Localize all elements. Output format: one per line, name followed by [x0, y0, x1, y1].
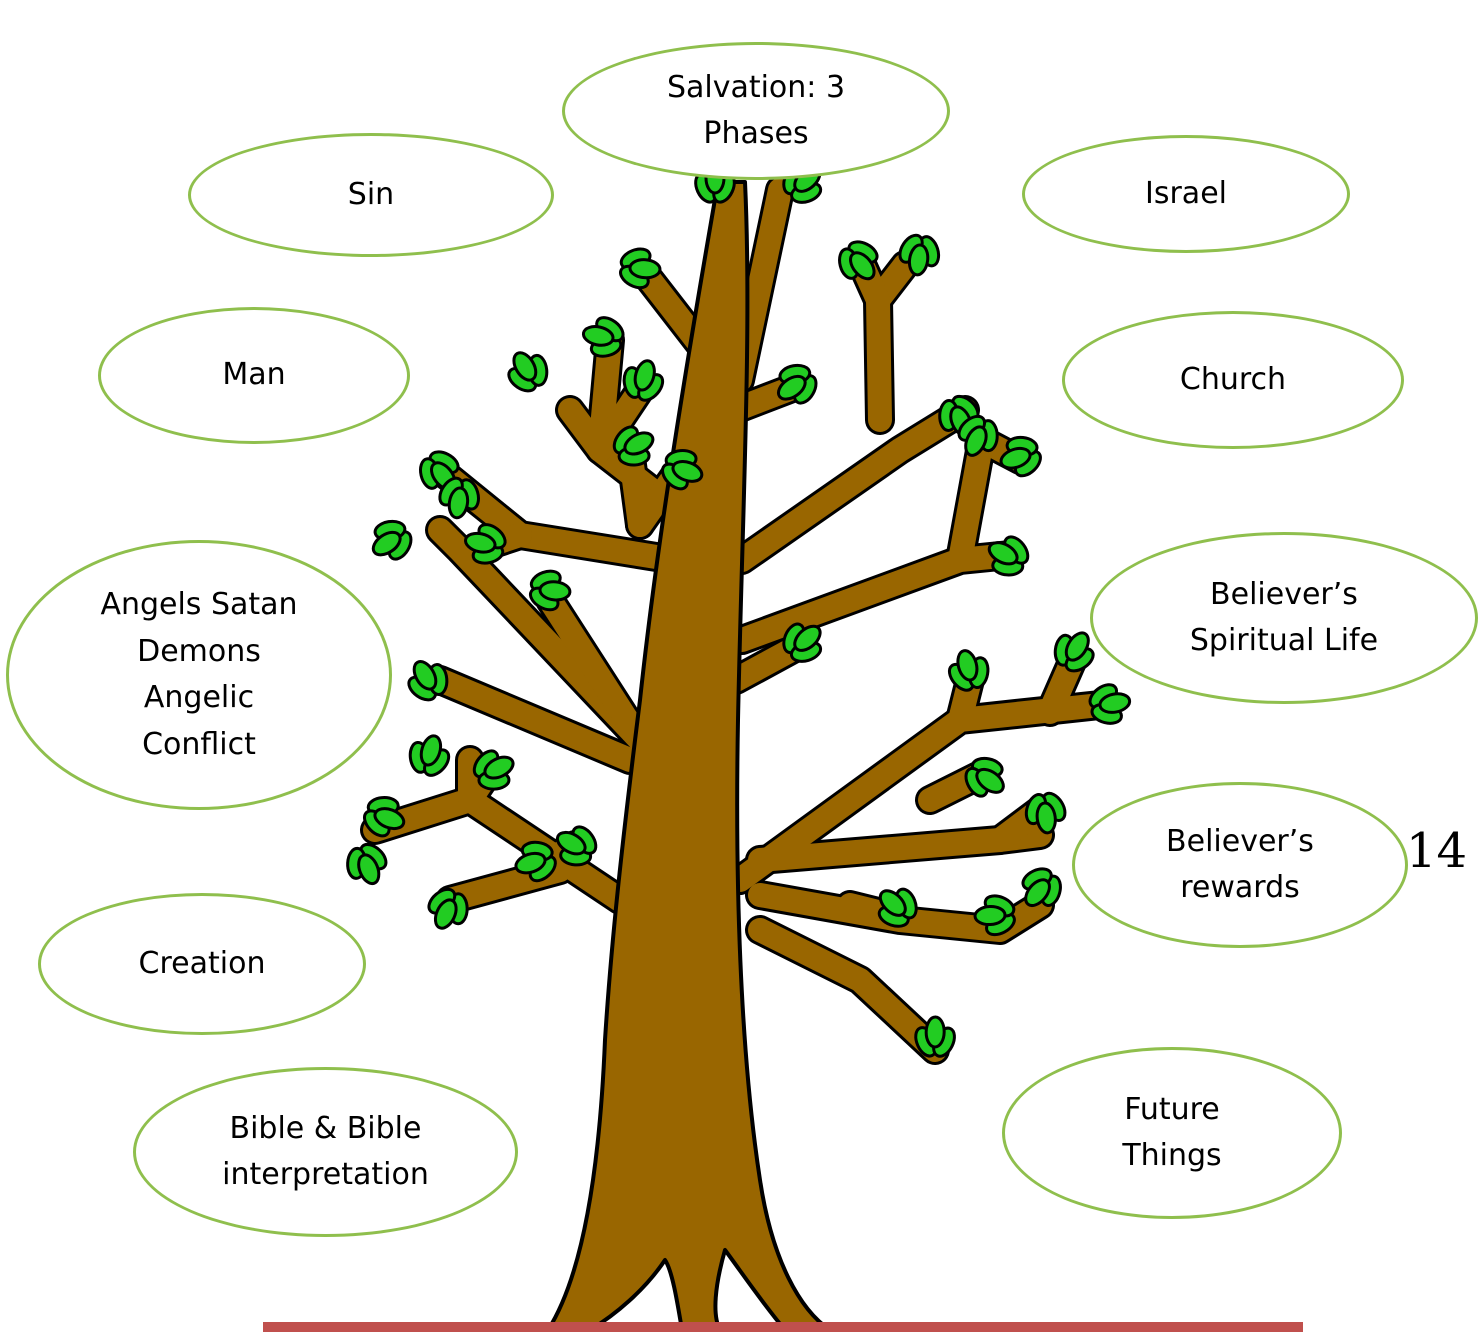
- leaf-cluster: [947, 649, 990, 692]
- branch: [748, 883, 1052, 942]
- leaf-cluster: [914, 1015, 956, 1058]
- leaf-cluster: [957, 414, 999, 457]
- leaf: [628, 258, 662, 280]
- leaf: [581, 325, 615, 347]
- topic-man[interactable]: Man: [98, 307, 410, 444]
- tree-leaves: [346, 161, 1132, 1058]
- topic-bible[interactable]: Bible & Bible interpretation: [133, 1067, 518, 1237]
- leaf: [447, 486, 470, 520]
- leaf: [633, 359, 656, 392]
- leaf: [371, 530, 402, 557]
- branch: [748, 918, 947, 1062]
- leaf: [1064, 631, 1090, 662]
- leaf-cluster: [838, 240, 879, 281]
- branch: [730, 398, 977, 572]
- leaf: [419, 734, 443, 767]
- topic-creation[interactable]: Creation: [38, 893, 366, 1035]
- leaf: [623, 431, 655, 456]
- topic-spiritual-life[interactable]: Believer’s Spiritual Life: [1090, 532, 1478, 704]
- topic-future[interactable]: Future Things: [1002, 1047, 1342, 1219]
- leaf-cluster: [619, 247, 662, 290]
- leaf: [964, 425, 988, 457]
- leaf-cluster: [363, 796, 406, 838]
- leaf-cluster: [555, 825, 598, 867]
- leaf-cluster: [938, 394, 980, 437]
- leaf-cluster: [661, 448, 704, 491]
- leaf-cluster: [999, 435, 1042, 478]
- leaf-cluster: [973, 894, 1016, 937]
- leaf: [1098, 692, 1132, 714]
- leaf: [514, 851, 547, 875]
- leaf: [373, 807, 406, 831]
- leaf: [483, 755, 515, 780]
- leaf-cluster: [612, 425, 655, 467]
- leaf: [987, 541, 1019, 566]
- leaf: [793, 624, 822, 652]
- branch: [724, 636, 807, 692]
- leaf: [956, 649, 979, 682]
- leaf: [973, 905, 1007, 927]
- tree-trunk: [546, 180, 832, 1332]
- leaf-cluster: [1053, 631, 1095, 673]
- leaf-cluster: [622, 359, 665, 402]
- branch: [428, 518, 652, 752]
- branch: [730, 543, 1022, 652]
- leaf: [512, 351, 538, 382]
- leaf-cluster: [1021, 867, 1062, 908]
- page-number: 14: [1406, 823, 1468, 879]
- leaf: [433, 898, 458, 930]
- leaf-cluster: [371, 519, 413, 561]
- leaf: [1024, 878, 1051, 908]
- topic-angels[interactable]: Angels Satan Demons Angelic Conflict: [6, 540, 392, 810]
- leaf-cluster: [438, 476, 480, 520]
- leaf: [907, 243, 930, 277]
- leaf-cluster: [427, 887, 469, 930]
- leaf: [357, 853, 381, 886]
- leaf: [538, 580, 572, 602]
- leaf: [671, 460, 704, 483]
- leaf-cluster: [964, 756, 1005, 798]
- topic-salvation[interactable]: Salvation: 3 Phases: [562, 42, 950, 180]
- base-line: [263, 1322, 1303, 1332]
- leaf-cluster: [472, 749, 515, 791]
- leaf: [464, 531, 497, 554]
- leaf-cluster: [987, 535, 1030, 577]
- leaf-cluster: [581, 316, 625, 358]
- topic-rewards[interactable]: Believer’s rewards: [1072, 782, 1408, 948]
- leaf: [776, 374, 807, 401]
- leaf-cluster: [464, 523, 507, 565]
- branch: [588, 378, 652, 462]
- topic-church[interactable]: Church: [1062, 311, 1404, 449]
- leaf-cluster: [1088, 683, 1132, 725]
- leaf-cluster: [514, 840, 557, 883]
- leaf-cluster: [346, 842, 388, 886]
- leaf-cluster: [782, 622, 823, 663]
- leaf: [849, 251, 876, 281]
- topic-israel[interactable]: Israel: [1022, 135, 1350, 253]
- leaf-cluster: [507, 351, 549, 393]
- leaf-cluster: [776, 363, 818, 405]
- leaf: [975, 767, 1005, 794]
- leaf: [878, 889, 907, 917]
- leaf-cluster: [528, 569, 572, 612]
- branch: [948, 428, 994, 572]
- topic-sin[interactable]: Sin: [188, 133, 554, 257]
- leaf: [999, 446, 1032, 470]
- leaf-cluster: [408, 734, 451, 777]
- leaf: [555, 830, 587, 856]
- leaf: [924, 1015, 946, 1049]
- leaf-cluster: [407, 660, 449, 702]
- leaf-cluster: [1024, 791, 1067, 835]
- branch: [428, 668, 642, 772]
- leaf: [412, 660, 438, 691]
- leaf: [1035, 801, 1057, 835]
- branch: [538, 588, 652, 752]
- leaf-cluster: [877, 887, 918, 928]
- leaf-cluster: [898, 233, 941, 277]
